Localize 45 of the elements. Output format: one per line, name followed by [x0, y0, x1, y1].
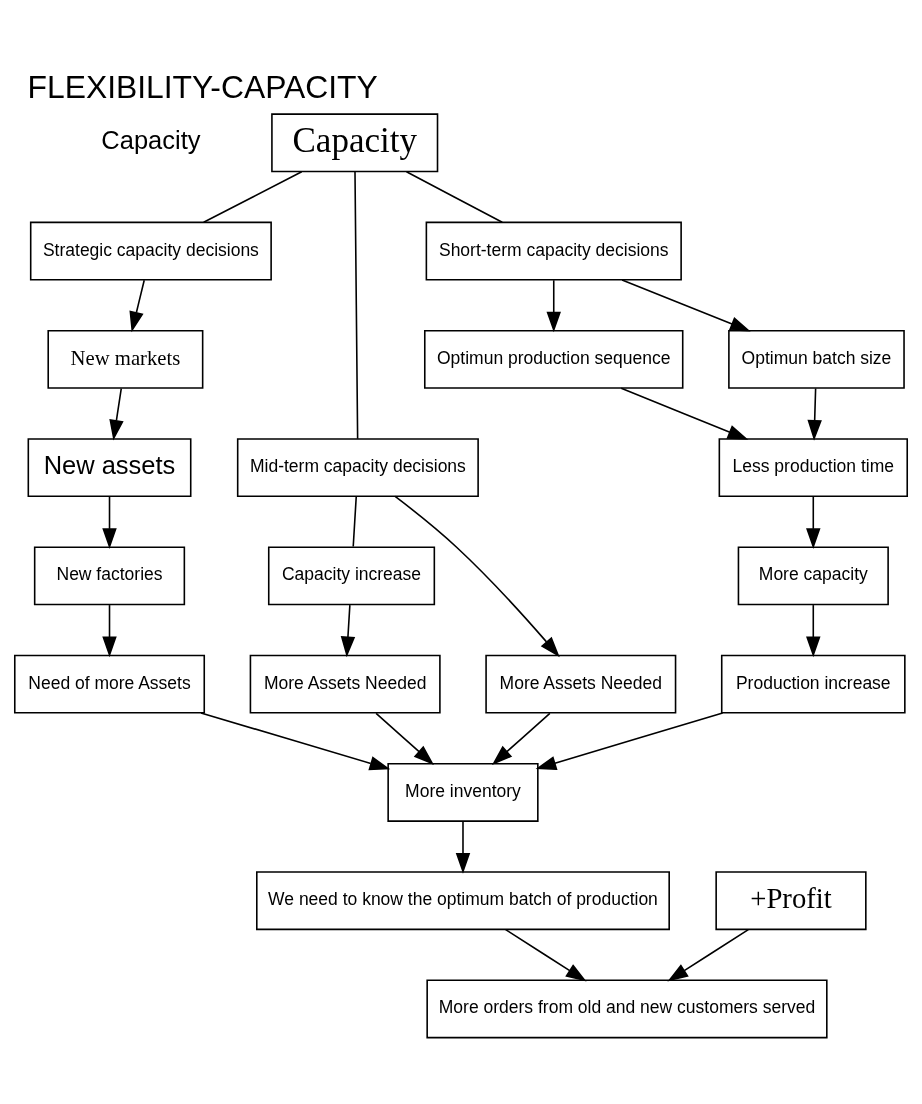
arrow [129, 279, 146, 333]
arrow [806, 496, 821, 549]
arrow [109, 387, 124, 441]
label: Capacity [101, 125, 201, 154]
connector [405, 170, 504, 224]
node-box: New markets [47, 329, 204, 389]
arrow [491, 712, 551, 766]
node-box: New factories [33, 546, 186, 606]
arrow [504, 928, 587, 982]
node-box: Optimun production sequence [424, 329, 684, 389]
node-box: Strategic capacity decisions [29, 221, 272, 281]
arrow [620, 387, 749, 440]
arrow [535, 712, 724, 771]
connector [354, 171, 359, 440]
node-box: Less production time [718, 438, 908, 498]
node-box: More orders from old and new customers served [426, 979, 828, 1039]
node-box: Capacity [271, 113, 439, 173]
arrow [455, 820, 471, 874]
arrow [546, 279, 561, 333]
arrow [621, 279, 751, 332]
arrow [807, 387, 822, 441]
arrow [667, 928, 750, 982]
node-box: We need to know the optimum batch of production [256, 871, 670, 931]
arrow [340, 604, 356, 658]
node-box: More inventory [387, 762, 539, 822]
arrow [375, 712, 435, 766]
arrow [102, 496, 117, 549]
node-box: Short-term capacity decisions [425, 221, 682, 281]
node-box: +Profit [715, 871, 867, 931]
arrow [200, 712, 391, 771]
node-box: Optimun batch size [728, 329, 905, 389]
diagram-title: FLEXIBILITY-CAPACITY [27, 69, 378, 106]
connector [202, 170, 303, 224]
node-box: Mid-term capacity decisions [236, 438, 479, 498]
connector [352, 496, 358, 548]
node-box: More capacity [737, 546, 889, 606]
node-box: Need of more Assets [14, 654, 206, 714]
node-box: Capacity increase [267, 546, 436, 606]
arrow [394, 495, 560, 658]
arrow [102, 604, 117, 658]
node-box: More Assets Needed [485, 654, 677, 714]
node-box: New assets [27, 438, 192, 498]
node-box: Production increase [720, 654, 906, 714]
arrow [806, 604, 821, 658]
node-box: More Assets Needed [249, 654, 441, 714]
